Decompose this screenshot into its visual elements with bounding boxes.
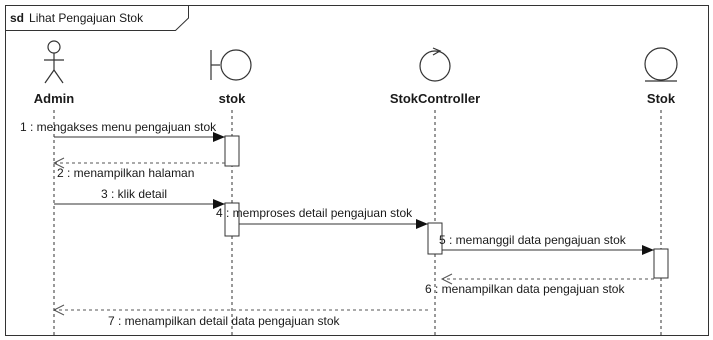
- filled-arrowhead-icon: [213, 132, 225, 142]
- message-label-1: 1 : mengakses menu pengajuan stok: [20, 120, 217, 134]
- message-3: 3 : klik detail: [54, 187, 225, 209]
- open-arrowhead-icon: [440, 273, 453, 285]
- lifeline-name-stokcontroller: StokController: [390, 91, 480, 106]
- activation-stok-entity: [653, 248, 669, 279]
- message-label-3: 3 : klik detail: [101, 187, 167, 201]
- lifeline-stokcontroller: StokController: [390, 47, 480, 335]
- activation-stokcontroller: [427, 222, 443, 255]
- lifeline-name-admin: Admin: [34, 91, 75, 106]
- message-6: 6 : menampilkan data pengajuan stok: [425, 273, 654, 296]
- message-5: 5 : memanggil data pengajuan stok: [439, 233, 654, 255]
- frame-title: sd Lihat Pengajuan Stok: [10, 11, 144, 25]
- boundary-icon: [210, 49, 252, 81]
- message-label-4: 4 : memproses detail pengajuan stok: [216, 206, 413, 220]
- lifeline-admin: Admin: [34, 40, 75, 335]
- diagram-frame: [5, 5, 709, 336]
- lifeline-name-stok-entity: Stok: [647, 91, 676, 106]
- activation-stok-1: [224, 135, 240, 167]
- message-2: 2 : menampilkan halaman: [52, 157, 225, 180]
- frame-keyword: sd: [10, 11, 24, 25]
- filled-arrowhead-icon: [416, 219, 428, 229]
- activation-stok-2: [224, 202, 240, 237]
- open-arrowhead-icon: [52, 304, 65, 316]
- frame-name: Lihat Pengajuan Stok: [29, 11, 144, 25]
- lifeline-stok-boundary: stok: [210, 49, 252, 335]
- control-icon: [419, 47, 451, 82]
- frame-title-tab: [5, 5, 189, 31]
- lifeline-stok-entity: Stok: [644, 47, 678, 335]
- filled-arrowhead-icon: [642, 245, 654, 255]
- entity-icon: [644, 47, 678, 82]
- filled-arrowhead-icon: [213, 199, 225, 209]
- message-4: 4 : memproses detail pengajuan stok: [216, 206, 428, 229]
- actor-icon: [44, 40, 64, 84]
- message-label-2: 2 : menampilkan halaman: [57, 166, 194, 180]
- message-label-7: 7 : menampilkan detail data pengajuan st…: [108, 314, 340, 328]
- message-1: 1 : mengakses menu pengajuan stok: [20, 120, 225, 142]
- open-arrowhead-icon: [52, 157, 65, 169]
- message-label-6: 6 : menampilkan data pengajuan stok: [425, 282, 625, 296]
- message-7: 7 : menampilkan detail data pengajuan st…: [52, 304, 428, 328]
- lifeline-name-stok: stok: [219, 91, 247, 106]
- message-label-5: 5 : memanggil data pengajuan stok: [439, 233, 627, 247]
